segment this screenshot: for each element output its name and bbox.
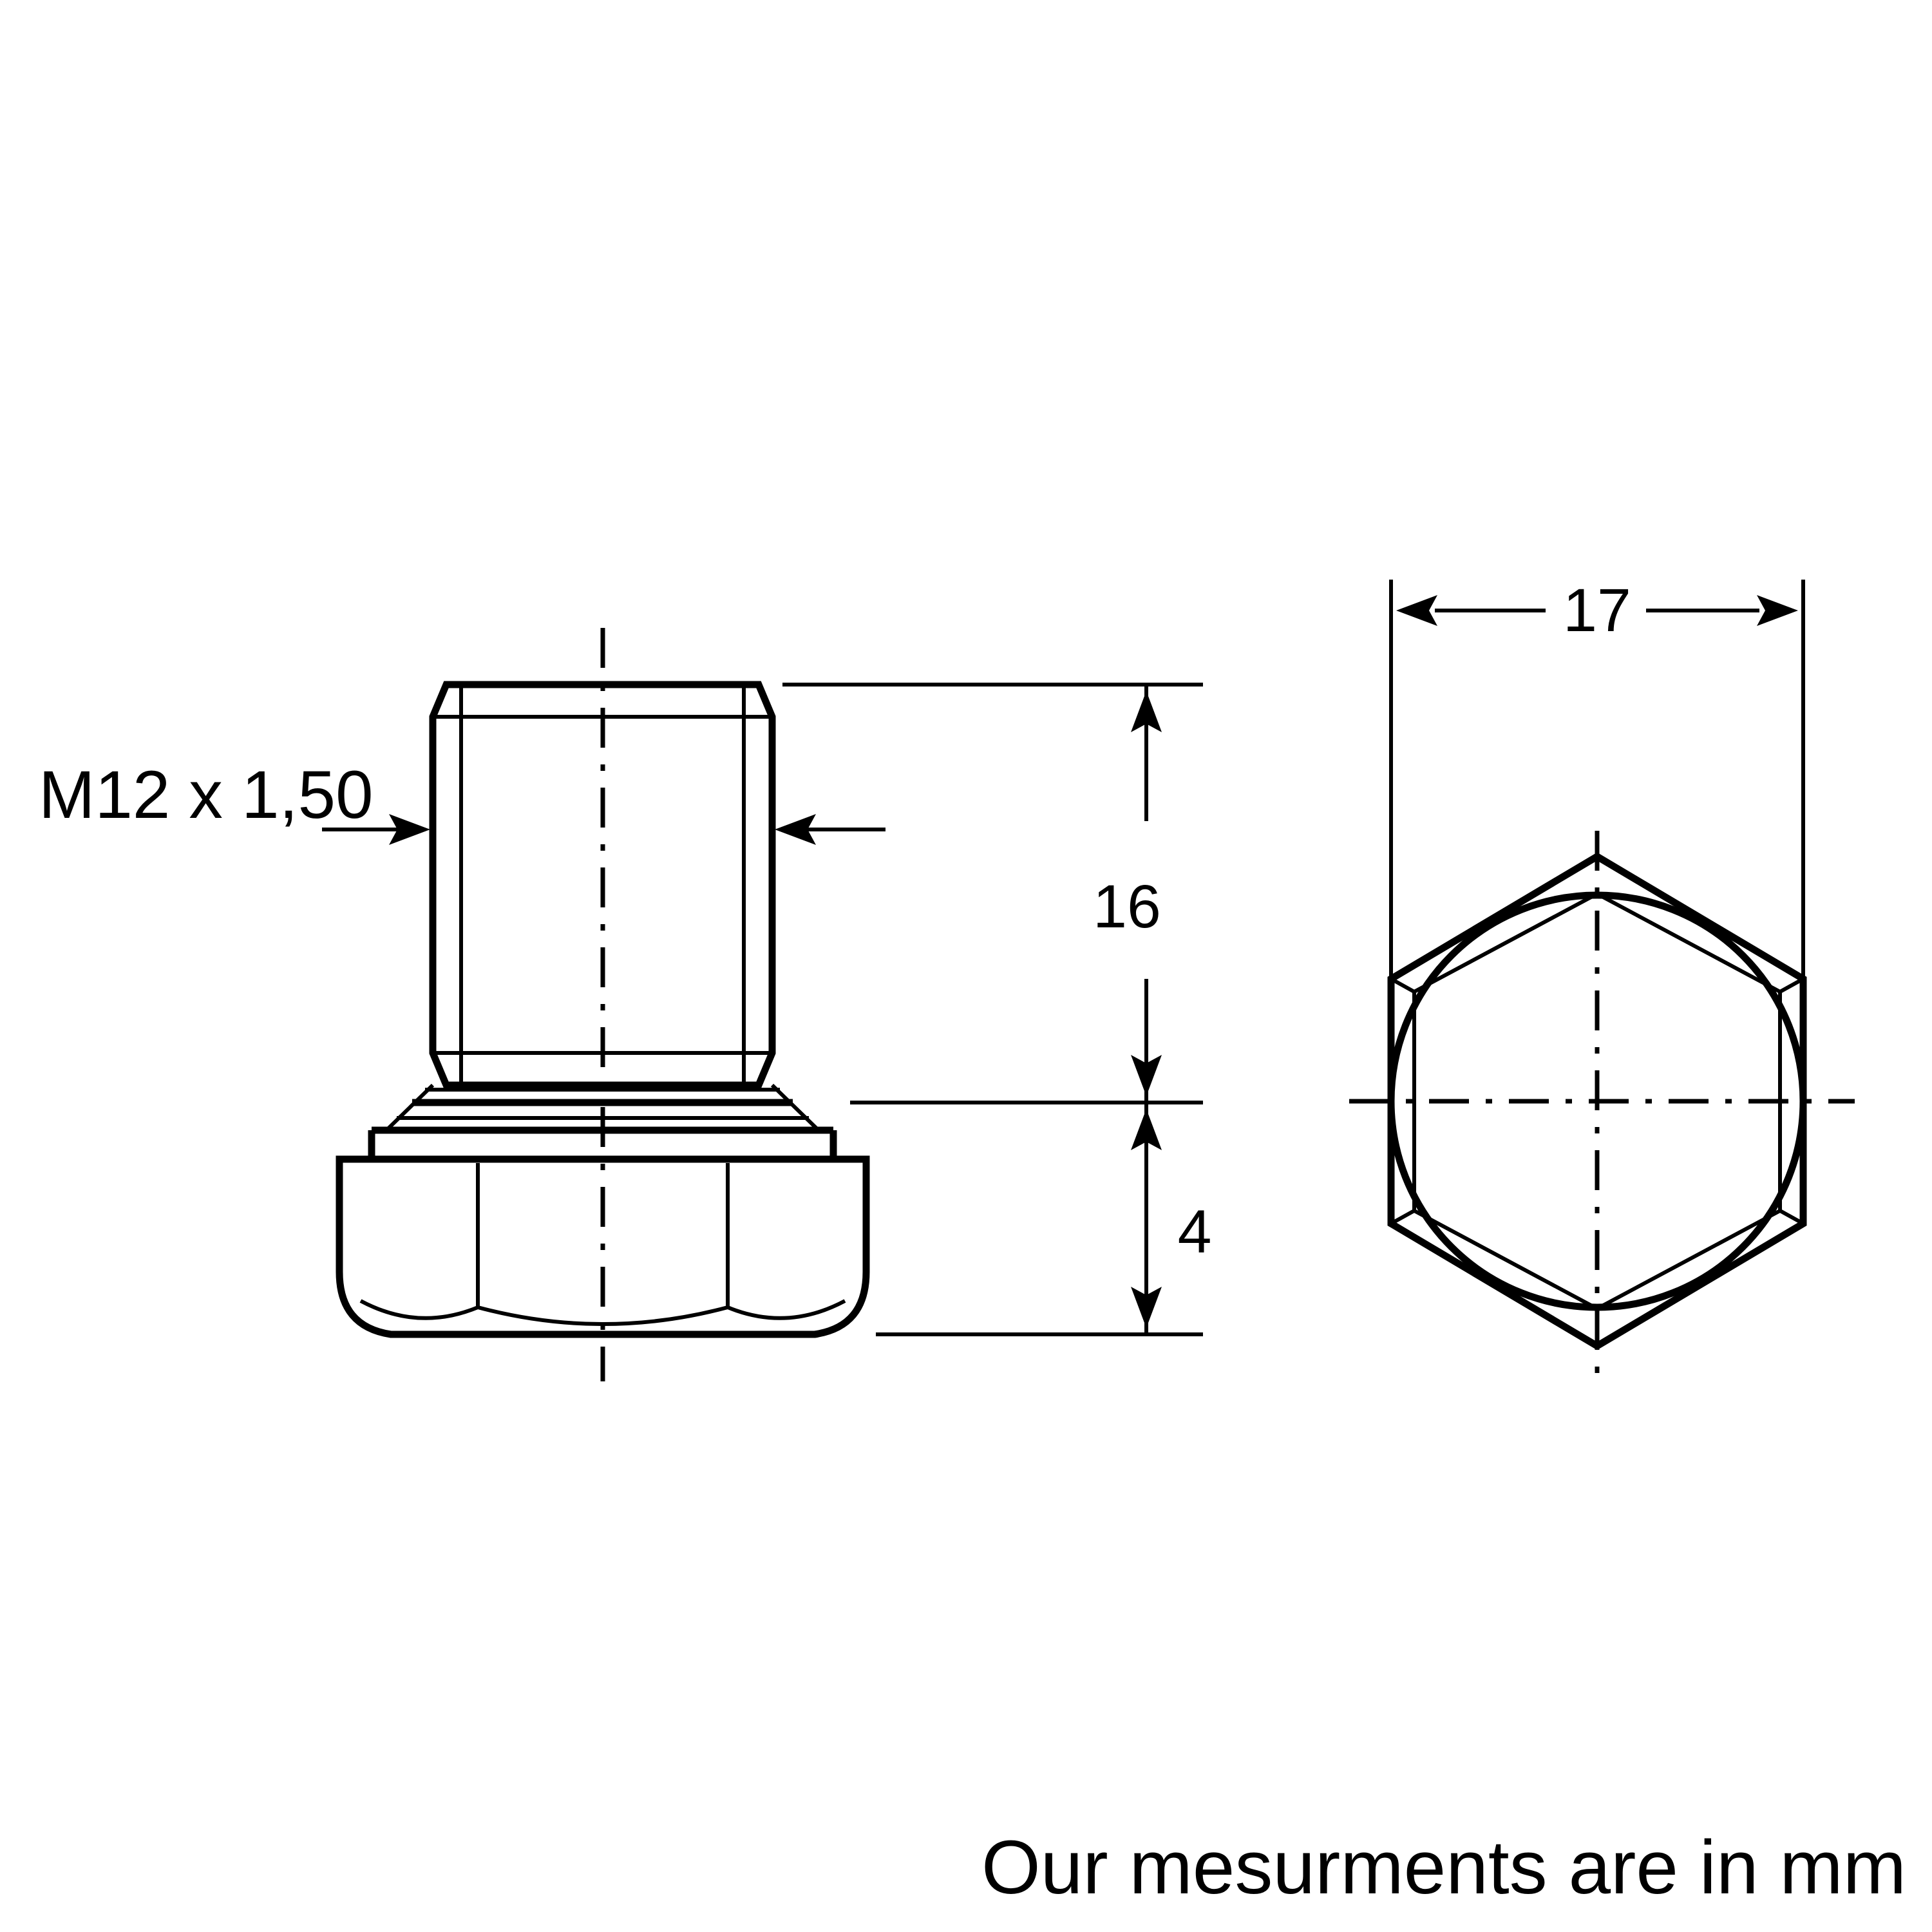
dimension-shank-length: 16 [1093, 685, 1162, 1103]
dim4-arrow-top [1131, 1109, 1162, 1150]
hex-chamfer-arc-center [477, 1305, 728, 1326]
dim17-arrow-left [1396, 595, 1437, 626]
end-view-group [1349, 831, 1855, 1375]
chamfer-corner-bottom [1413, 1209, 1781, 1311]
hex-chamfer-arc-left [359, 1299, 479, 1320]
chamfer-corner-left [1390, 977, 1416, 1226]
hex-chamfer-arc-right [726, 1299, 846, 1320]
thread-arrow-left [389, 814, 430, 845]
dim16-value: 16 [1093, 873, 1161, 941]
dim17-value: 17 [1563, 576, 1631, 645]
front-view-dimensions: 16 4 M12 x 1,50 [39, 683, 1211, 1336]
units-caption: Our mesurments are in mm [981, 1825, 1906, 1910]
thread-label: M12 x 1,50 [39, 757, 373, 833]
dim17-arrow-right [1757, 595, 1798, 626]
dim16-arrow-bottom [1131, 1055, 1162, 1096]
dim4-arrow-bottom [1131, 1287, 1162, 1328]
thread-arrow-right [775, 814, 816, 845]
dimension-thread-callout: M12 x 1,50 [39, 757, 886, 845]
flange-taper-left [384, 1083, 435, 1132]
dim4-value: 4 [1178, 1198, 1212, 1266]
dimension-head-height: 4 [1131, 1103, 1211, 1334]
hex-head-outline [336, 1155, 870, 1338]
end-view-dimensions: 17 [1389, 576, 1805, 985]
front-view-group [336, 628, 870, 1381]
flange-taper-right [770, 1083, 820, 1132]
dim16-arrow-top [1131, 691, 1162, 732]
